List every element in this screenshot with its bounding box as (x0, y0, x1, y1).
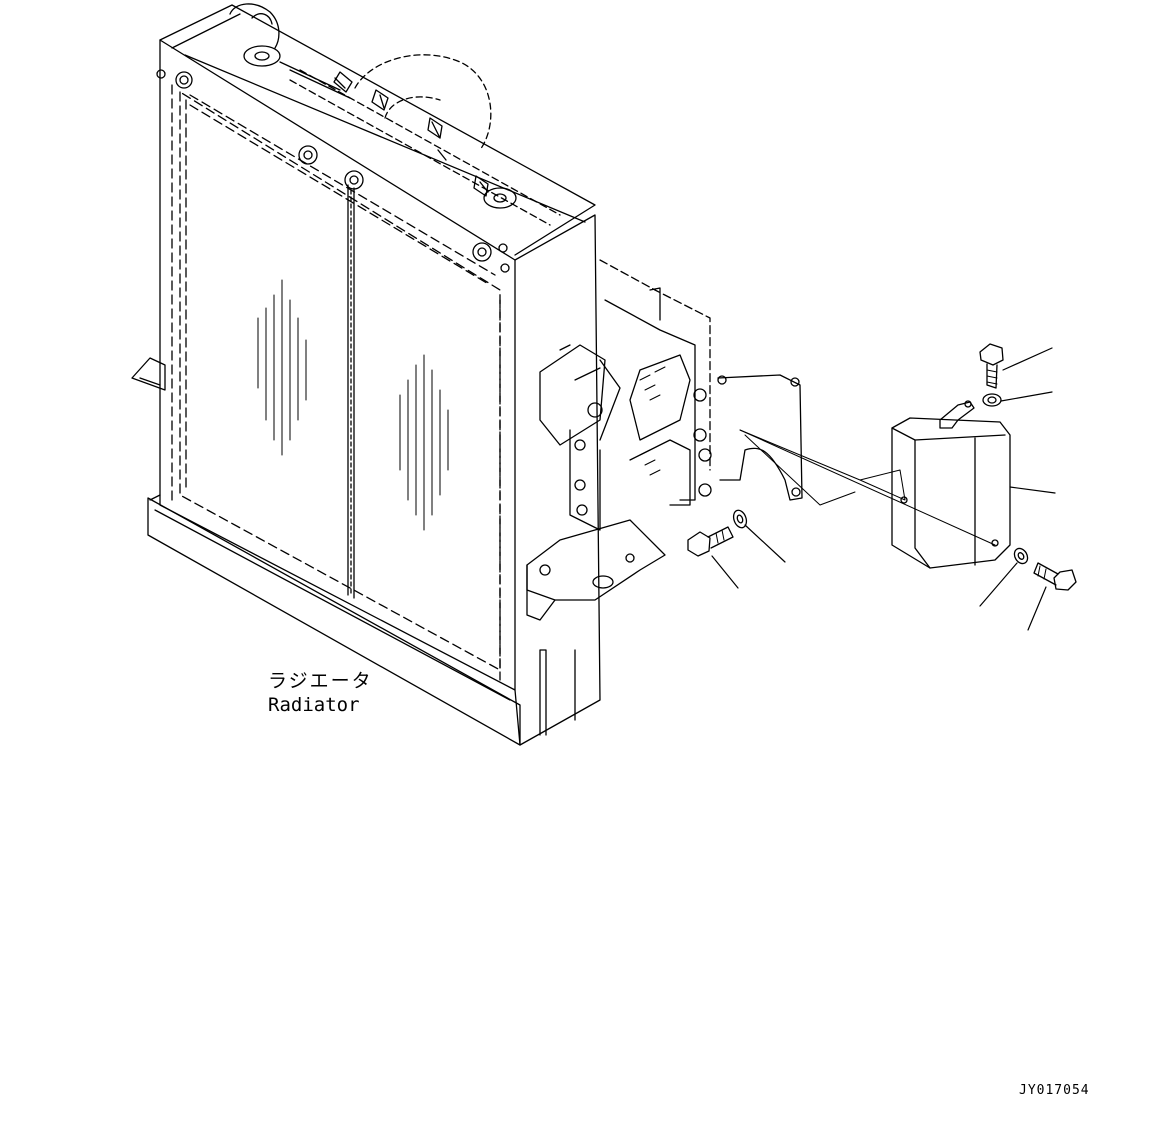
radiator-top-face (159, 4, 596, 256)
mounting-brackets (526, 259, 803, 621)
leader-line-washer-upper (1000, 391, 1053, 402)
radiator-front-face (159, 39, 516, 691)
leader-line-bolt-upper (1002, 347, 1053, 371)
radiator-label-japanese: ラジエータ (268, 670, 373, 692)
cover-mount-plate (717, 374, 803, 501)
leader-line-washer-left (744, 524, 786, 563)
radiator-bolt (298, 145, 318, 165)
cover-box (891, 400, 1011, 569)
leader-line-cover (1009, 486, 1056, 494)
radiator-side-face (514, 214, 601, 746)
radiator-bolt (175, 71, 193, 89)
radiator-assembly (131, 3, 601, 746)
radiator-label-english: Radiator (268, 694, 360, 716)
leader-line-washer-right (979, 562, 1018, 607)
radiator-center-divider (347, 184, 355, 599)
radiator-bolt (472, 242, 492, 262)
outlet-flange (483, 187, 517, 209)
washer-left (732, 509, 748, 529)
leader-line-bolt-left (711, 555, 739, 589)
filler-cap (243, 45, 281, 67)
radiator-bolt (344, 170, 364, 190)
radiator-core (179, 91, 501, 671)
washer-upper (982, 393, 1002, 407)
fan-shroud (354, 54, 492, 151)
bolt-left (687, 526, 734, 557)
bolt-right (1033, 562, 1077, 591)
assembly-guide-lines (739, 429, 996, 546)
document-code: JY017054 (1019, 1083, 1090, 1098)
radiator-bottom-rail (147, 497, 521, 746)
leader-lines (711, 347, 1056, 631)
bolt-upper (979, 343, 1004, 389)
washer-right (1013, 547, 1029, 565)
core-fins (257, 279, 449, 531)
leader-line-bolt-right (1027, 586, 1047, 631)
